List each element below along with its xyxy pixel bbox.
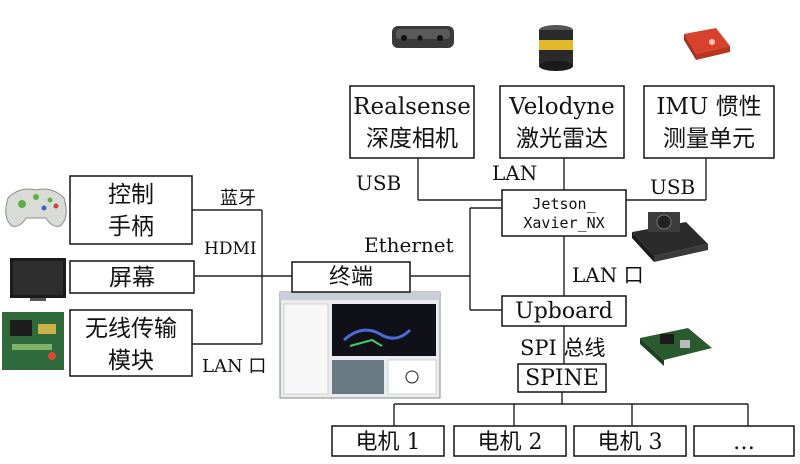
velodyne-label-line1: Velodyne (508, 94, 614, 120)
spine-label: SPINE (525, 366, 599, 391)
edge-label-hdmi: HDMI (204, 239, 257, 259)
motor-label: 电机 2 (478, 430, 543, 455)
edge-label-spi-bus: SPI 总线 (520, 336, 606, 360)
motor-label: 电机 1 (356, 430, 421, 455)
node-terminal: 终端 (291, 261, 411, 293)
realsense-label-line2: 深度相机 (366, 126, 458, 152)
edge-label-lan-port-left: LAN 口 (202, 356, 266, 377)
jetson-label-line1: Jetson_ (532, 195, 596, 213)
monitor-icon (10, 258, 66, 301)
node-wireless-module: 无线传输 模块 (69, 309, 193, 377)
screen-label: 屏幕 (109, 265, 155, 291)
velodyne-label-line2: 激光雷达 (516, 126, 608, 152)
edge-label-usb-right: USB (650, 175, 695, 199)
node-screen: 屏幕 (69, 260, 195, 294)
edge-label-ethernet: Ethernet (364, 233, 454, 257)
wireless-label-line2: 模块 (108, 348, 154, 374)
game-controller-icon (5, 188, 67, 227)
imu-label-line1: IMU 惯性 (656, 94, 761, 120)
edge-label-lan-port-right: LAN 口 (572, 263, 644, 287)
node-velodyne: Velodyne 激光雷达 (499, 85, 625, 159)
motor-label: … (733, 430, 755, 455)
node-jetson: Jetson_ Xavier_NX (501, 189, 627, 237)
jetson-label-line2: Xavier_NX (523, 214, 604, 232)
node-realsense: Realsense 深度相机 (349, 85, 475, 159)
wireless-module-icon (2, 312, 64, 370)
node-motor-more: … (693, 425, 795, 457)
node-motor-2: 电机 2 (453, 425, 567, 457)
connection-lines (192, 158, 749, 426)
node-spine: SPINE (517, 363, 607, 393)
edge-label-usb-left: USB (356, 171, 401, 195)
realsense-camera-icon (392, 26, 454, 48)
terminal-software-screenshot-icon (279, 291, 441, 399)
imu-sensor-icon (684, 28, 730, 60)
node-imu: IMU 惯性 测量单元 (643, 85, 775, 159)
controller-label-line2: 手柄 (108, 214, 154, 240)
upboard-icon (640, 328, 712, 366)
terminal-label: 终端 (329, 265, 373, 290)
wireless-label-line1: 无线传输 (85, 316, 177, 342)
node-motor-3: 电机 3 (573, 425, 687, 457)
imu-label-line2: 测量单元 (663, 126, 755, 152)
edge-label-lan-top: LAN (492, 161, 537, 185)
controller-label-line1: 控制 (108, 182, 154, 208)
motor-label: 电机 3 (598, 430, 663, 455)
upboard-label: Upboard (515, 299, 613, 324)
node-motor-1: 电机 1 (331, 425, 445, 457)
node-controller: 控制 手柄 (69, 175, 193, 245)
velodyne-lidar-icon (539, 25, 573, 71)
jetson-board-icon (632, 212, 708, 262)
node-upboard: Upboard (501, 295, 627, 327)
realsense-label-line1: Realsense (353, 94, 471, 120)
edge-label-bluetooth: 蓝牙 (220, 188, 256, 209)
